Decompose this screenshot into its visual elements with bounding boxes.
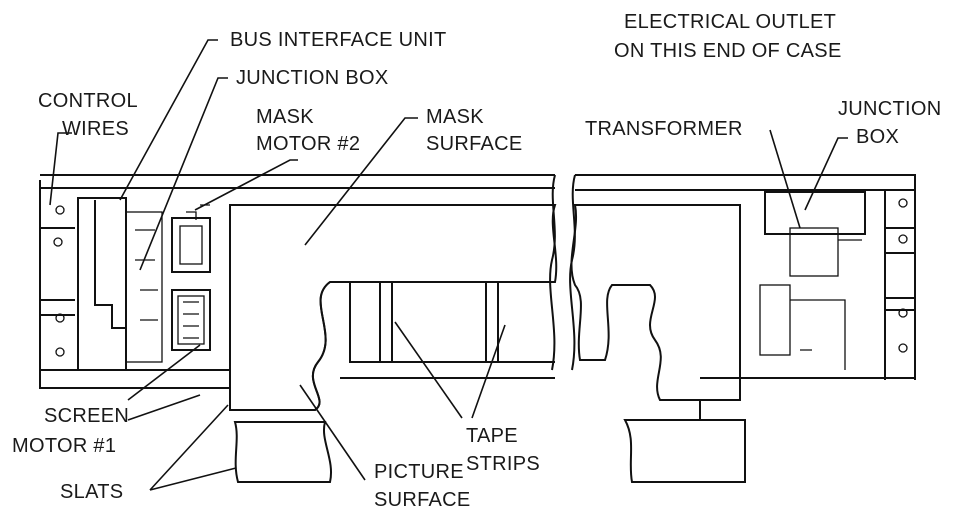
label-mask-motor-line2: MOTOR #2 <box>256 133 360 155</box>
junction-box-left-box <box>125 211 163 363</box>
picture-slat-right-hatched <box>623 419 746 483</box>
tape-strips-shape <box>379 281 499 363</box>
label-mask-surface-line1: MASK <box>426 106 484 128</box>
transformer-box <box>764 191 866 277</box>
picture-surface-outline <box>240 281 331 411</box>
rivet-icon <box>898 343 908 353</box>
rivet-icon <box>898 234 908 244</box>
label-junction-box-right-line2: BOX <box>856 126 899 148</box>
label-mask-surface-line2: SURFACE <box>426 133 523 155</box>
label-junction-box-right-line1: JUNCTION <box>838 98 942 120</box>
leader-lines <box>49 39 848 491</box>
picture-slat-left-hatched <box>233 421 332 483</box>
mask-surface-right-hatched <box>570 204 741 401</box>
label-electrical-outlet-line2: ON THIS END OF CASE <box>614 40 842 62</box>
rivet-icon <box>898 198 908 208</box>
rivet-icon <box>55 205 65 215</box>
label-screen-motor-line1: SCREEN <box>44 405 129 427</box>
rivet-icon <box>55 313 65 323</box>
label-control-wires-line1: CONTROL <box>38 90 138 112</box>
mask-motor-box <box>171 204 211 273</box>
screen-motor-box <box>171 289 211 351</box>
label-picture-surface-line2: SURFACE <box>374 489 471 511</box>
label-slats: SLATS <box>60 481 123 503</box>
label-control-wires-line2: WIRES <box>62 118 129 140</box>
label-tape-strips-line1: TAPE <box>466 425 518 447</box>
label-mask-motor-line1: MASK <box>256 106 314 128</box>
break-line-left <box>549 174 556 371</box>
case-outline-right <box>575 174 916 380</box>
rivet-icon <box>898 308 908 318</box>
rivet-icon <box>53 237 63 247</box>
mask-surface-left-hatched <box>229 204 558 411</box>
label-transformer: TRANSFORMER <box>585 118 743 140</box>
label-screen-motor-line2: MOTOR #1 <box>12 435 116 457</box>
rivet-icon <box>55 347 65 357</box>
label-tape-strips-line2: STRIPS <box>466 453 540 475</box>
labels: BUS INTERFACE UNIT JUNCTION BOX CONTROL … <box>12 11 942 511</box>
bus-interface-unit-box <box>77 197 127 371</box>
label-electrical-outlet-line1: ELECTRICAL OUTLET <box>624 11 836 33</box>
label-bus-interface-unit: BUS INTERFACE UNIT <box>230 29 447 51</box>
junction-box-right-box <box>759 284 846 370</box>
label-junction-box-left: JUNCTION BOX <box>236 67 389 89</box>
label-picture-surface-line1: PICTURE <box>374 461 464 483</box>
